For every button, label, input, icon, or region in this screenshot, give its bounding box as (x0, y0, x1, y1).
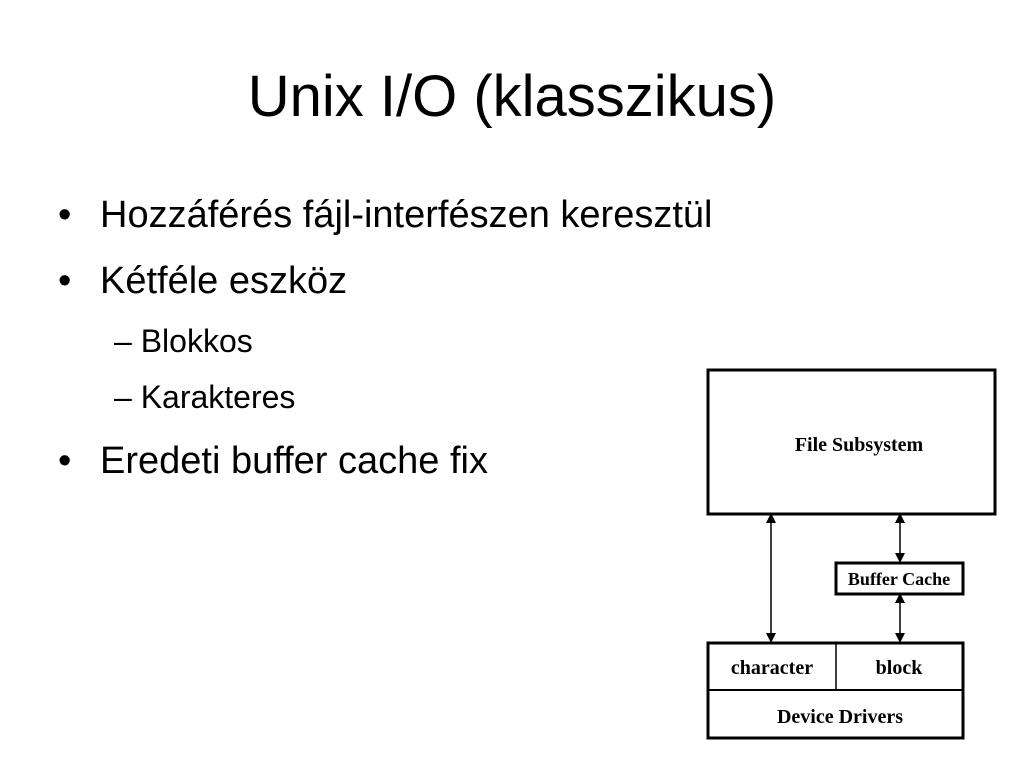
bullet-text: Hozzáférés fájl-interfészen keresztül (100, 194, 713, 236)
buffer-cache-box (834, 561, 965, 596)
buffer-cache-label: Buffer Cache (848, 569, 950, 589)
file-subsystem-box (706, 368, 997, 516)
bullet-marker: • (58, 194, 72, 236)
bullet-marker: • (58, 260, 72, 302)
slide-title: Unix I/O (klasszikus) (247, 64, 777, 129)
device-drivers-label: Device Drivers (777, 706, 903, 728)
bullet-text: Eredeti buffer cache fix (100, 440, 488, 482)
bullet-marker: • (58, 440, 72, 482)
file-subsystem-label: File Subsystem (795, 434, 924, 456)
subbullet-item: – Blokkos (114, 323, 253, 359)
block-label: block (876, 657, 924, 679)
character-label: character (731, 657, 813, 679)
subbullet-item: – Karakteres (114, 379, 296, 415)
bullet-text: Kétféle eszköz (100, 260, 348, 302)
